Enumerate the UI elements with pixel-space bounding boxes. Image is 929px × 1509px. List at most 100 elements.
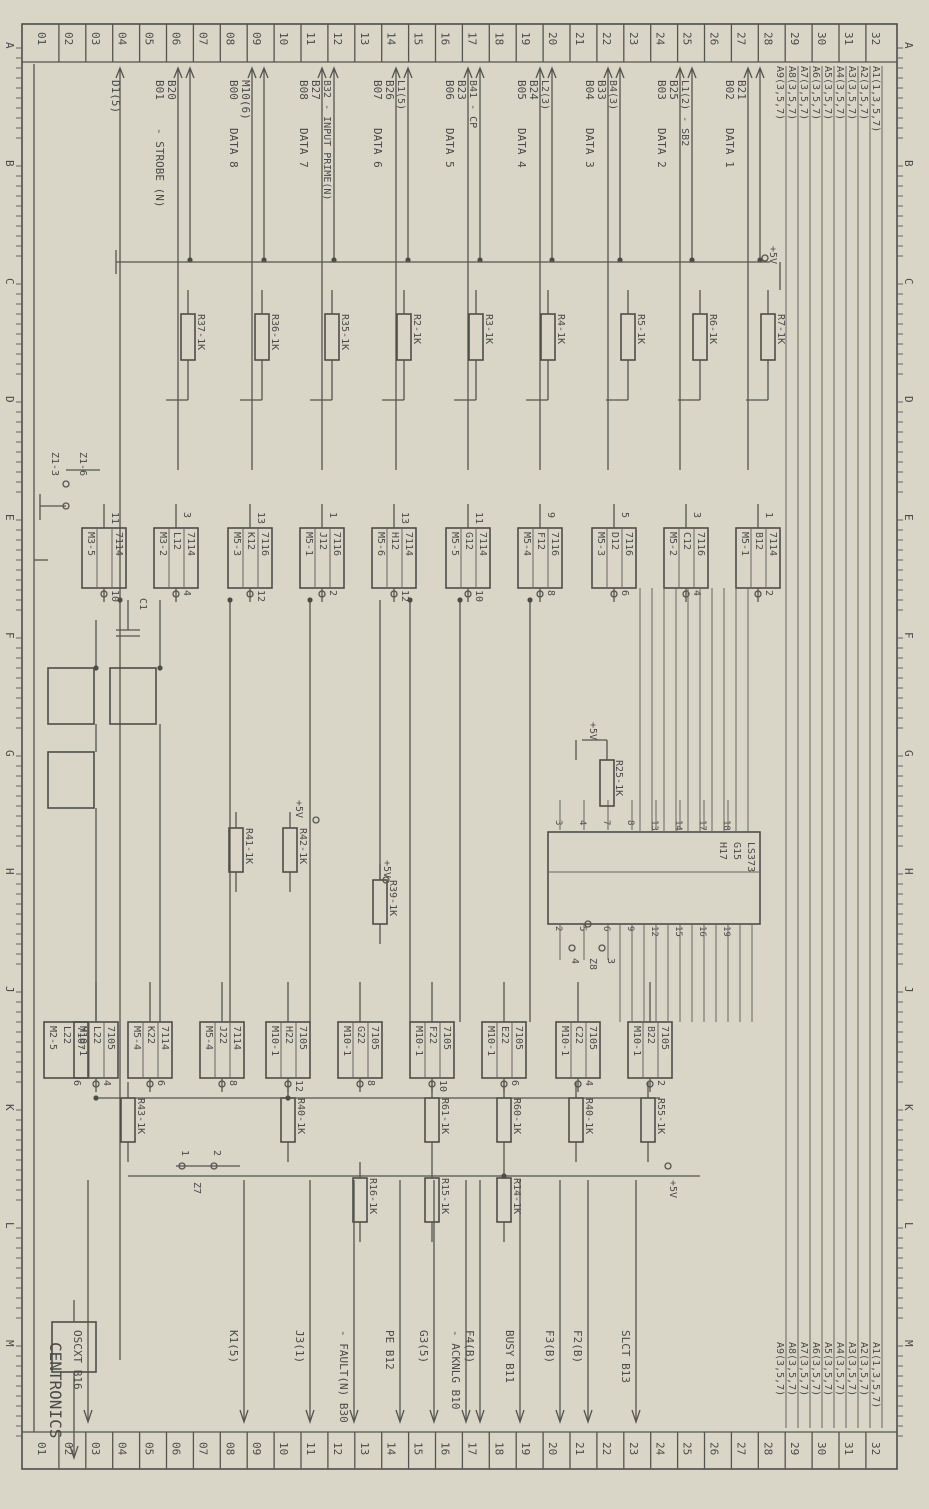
resistor-label: R37-1K	[195, 314, 206, 350]
gate-out-pin: 10	[437, 1080, 448, 1092]
output-label: OSCXT B16	[71, 1330, 84, 1390]
junction-dot	[549, 257, 555, 263]
arrow-head	[547, 66, 557, 79]
resistor-label: R15-1K	[439, 1178, 450, 1214]
gate-out-pin: 10	[473, 590, 484, 602]
gate-box	[47, 751, 95, 809]
gate-type: 7114	[185, 532, 196, 556]
row-letter-right: K	[902, 1104, 915, 1111]
column-number-top: 25	[681, 32, 694, 45]
row-letter-right: J	[902, 986, 915, 993]
resistor-label: R39-1K	[387, 880, 398, 916]
column-number-top: 06	[170, 32, 183, 45]
column-number-bottom: 12	[331, 1442, 344, 1455]
column-number-bottom: 11	[304, 1442, 317, 1455]
column-number-bottom: 31	[842, 1442, 855, 1455]
arrow-head	[259, 66, 269, 79]
bus-label-left: A1(1,3,5,7)	[870, 66, 881, 132]
column-number-bottom: 14	[385, 1442, 398, 1456]
resistor-label: R61-1K	[439, 1098, 450, 1134]
column-number-top: 26	[708, 32, 721, 45]
column-number-bottom: 16	[439, 1442, 452, 1455]
signal-pin: B07	[371, 80, 384, 100]
bus-label-right: A8(3,5,7)	[786, 1342, 797, 1396]
gate-in-pin: 5	[619, 512, 630, 518]
signal-pin: B23	[455, 80, 468, 100]
arrow-head	[583, 1409, 593, 1425]
vcc-terminal	[664, 1162, 672, 1170]
arrow-head	[391, 66, 401, 79]
junction-dot	[331, 257, 337, 263]
gate-out-pin: 6	[71, 1080, 82, 1086]
resistor-label: R43-1K	[135, 1098, 146, 1134]
arrow-head	[173, 66, 183, 79]
latch-body	[547, 831, 761, 925]
gate-pin-ref: M10-1	[413, 1026, 424, 1056]
column-number-bottom: 03	[89, 1442, 102, 1455]
gate-ref: J22	[217, 1026, 228, 1044]
junction-dot	[227, 597, 233, 603]
column-number-bottom: 25	[681, 1442, 694, 1455]
arrow-head	[69, 1445, 79, 1461]
column-number-bottom: 17	[465, 1442, 478, 1455]
junction-dot	[307, 597, 313, 603]
arrow-head	[603, 66, 613, 79]
column-number-bottom: 32	[869, 1442, 882, 1455]
bus-label-left: A7(3,5,7)	[798, 66, 809, 120]
gate-pin-ref: M5-4	[131, 1026, 142, 1050]
gate-pin-ref: M10-1	[77, 1026, 88, 1056]
signal-pin: B26	[383, 80, 396, 100]
arrow-head	[115, 66, 125, 79]
signal-extra: D1(5)	[109, 80, 122, 113]
row-letter-left: D	[3, 396, 16, 403]
arrow-head	[535, 66, 545, 79]
vcc-label: +5V	[587, 722, 598, 740]
column-number-bottom: 26	[708, 1442, 721, 1455]
address-bus: A1(1,3,5,7)A1(1,3,5,7)A2(3,5,7)A2(3,5,7)…	[774, 66, 883, 1428]
column-number-top: 23	[627, 32, 640, 45]
column-number-bottom: 05	[143, 1442, 156, 1455]
signal-pin: B03	[655, 80, 668, 100]
gate-out-pin: 6	[509, 1080, 520, 1086]
resistor-label: R6-1K	[707, 314, 718, 344]
signal-extra: L2(3)	[539, 80, 550, 110]
latch-pin-in: 8	[625, 820, 635, 825]
switch-label: Z7	[191, 1182, 202, 1194]
row-letter-left: K	[3, 1104, 16, 1111]
output-label: K1(5)	[227, 1330, 240, 1363]
signal-name: DATA 5	[443, 128, 456, 168]
inverter-bubble	[92, 1080, 100, 1088]
switch-terminal	[568, 944, 576, 952]
row-letter-right: A	[902, 42, 915, 49]
inverter-bubble	[318, 590, 326, 598]
arrow-head	[475, 66, 485, 79]
signal-pin: B01	[153, 80, 166, 100]
bus-label-left: A5(3,5,7)	[822, 66, 833, 120]
gate-type: 7116	[331, 532, 342, 556]
gate-type: 7116	[259, 532, 270, 556]
gate-type: 7105	[297, 1026, 308, 1050]
gate-out-pin: 6	[155, 1080, 166, 1086]
column-number-top: 22	[600, 32, 613, 45]
row-letter-right: E	[902, 514, 915, 521]
arrow-head	[429, 1409, 439, 1425]
gate-ref: G12	[463, 532, 474, 550]
row-letter-right: M	[902, 1340, 915, 1347]
gate-box	[47, 667, 95, 725]
gate-out-pin: 8	[227, 1080, 238, 1086]
column-number-bottom: 28	[761, 1442, 774, 1455]
switch-terminal	[178, 1162, 186, 1170]
inverter-bubble	[610, 590, 618, 598]
interconnect-wires	[33, 64, 753, 1432]
column-number-top: 16	[439, 32, 452, 45]
latch-pin-in: 17	[697, 820, 707, 831]
vcc-terminal	[312, 816, 320, 824]
signal-extra: L1(5)	[395, 80, 406, 110]
column-number-top: 04	[116, 32, 129, 46]
resistor-label: R16-1K	[367, 1178, 378, 1214]
signal-pin: B05	[515, 80, 528, 100]
signal-pin: B24	[527, 80, 540, 100]
column-number-bottom: 04	[116, 1442, 129, 1456]
gate-in-pin: 1	[327, 512, 338, 518]
